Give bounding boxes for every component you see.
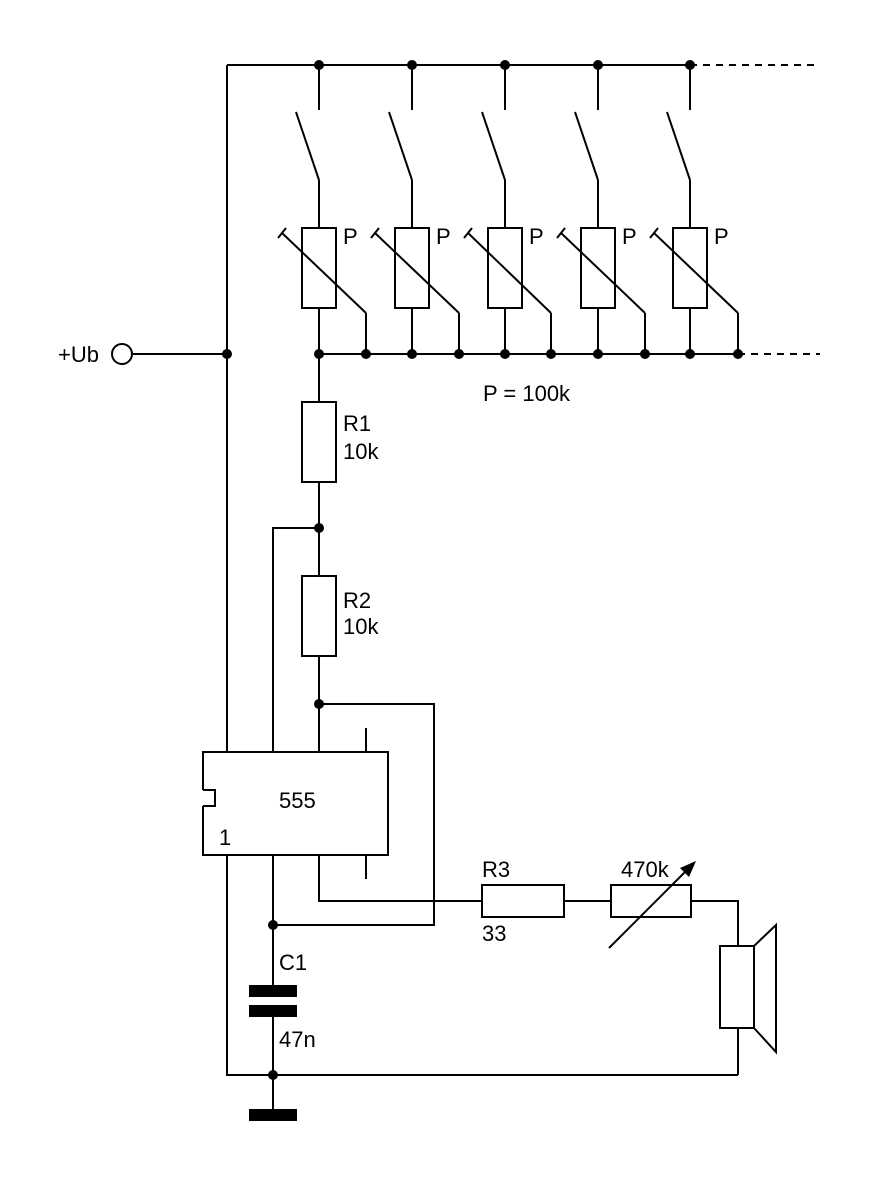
r1-value: 10k [343, 439, 379, 464]
discharge-wire [272, 527, 319, 752]
ic-555: 555 1 [197, 728, 389, 879]
preset-label-1: P [343, 224, 358, 249]
preset-label-4: P [622, 224, 637, 249]
preset-value-note: P = 100k [483, 381, 571, 406]
top-rail [226, 64, 820, 752]
threshold-trigger-wire [273, 703, 435, 926]
resistor-r2: R2 10k [301, 575, 379, 752]
r2-value: 10k [343, 614, 379, 639]
pot-value: 470k [621, 857, 670, 882]
capacitor-c1: C1 47n [249, 950, 316, 1109]
key-switch-2: P [370, 65, 460, 354]
ground-symbol [249, 1109, 297, 1121]
r1-name: R1 [343, 411, 371, 436]
middle-rail: P = 100k [319, 353, 820, 406]
output-wire [318, 855, 482, 902]
preset-label-5: P [714, 224, 729, 249]
ground-wire [226, 855, 738, 1076]
preset-label-3: P [529, 224, 544, 249]
key-switch-1: P [277, 65, 367, 354]
junction-dots [222, 60, 743, 1080]
ic-name: 555 [279, 788, 316, 813]
r2-name: R2 [343, 588, 371, 613]
resistor-r3: R3 33 [481, 857, 611, 946]
r3-value: 33 [482, 921, 506, 946]
key-switch-4: P [556, 65, 646, 354]
key-switch-3: P [463, 65, 552, 354]
resistor-r1: R1 10k [301, 354, 379, 576]
supply-terminal-circle [111, 343, 133, 365]
ic-pin1-label: 1 [219, 825, 231, 850]
c1-value: 47n [279, 1027, 316, 1052]
speaker-icon [719, 922, 777, 1075]
supply-label: +Ub [58, 342, 99, 367]
preset-label-2: P [436, 224, 451, 249]
c1-name: C1 [279, 950, 307, 975]
volume-potentiometer: 470k [608, 857, 739, 949]
r3-name: R3 [482, 857, 510, 882]
key-switch-5: P [649, 65, 739, 354]
supply-terminal: +Ub [58, 342, 227, 367]
